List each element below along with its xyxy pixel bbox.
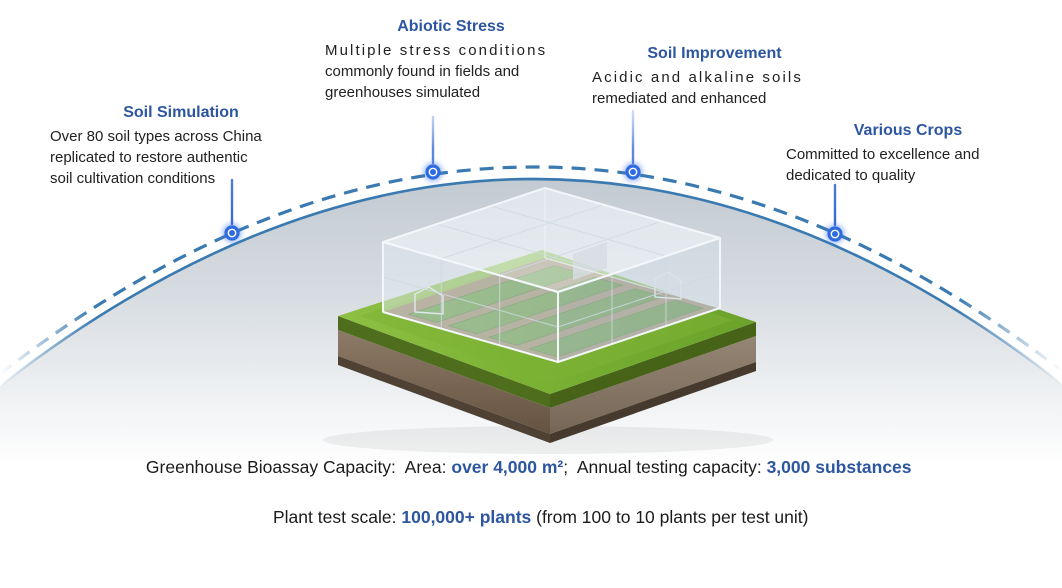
- connector-lines: [230, 109, 837, 227]
- callout-dot-soil-simulation: [222, 223, 242, 243]
- callout-dot-abiotic-stress: [423, 162, 443, 182]
- callout-soil-simulation: Soil Simulation Over 80 soil types acros…: [50, 104, 312, 189]
- capacity-annual-value: 3,000 substances: [766, 457, 912, 477]
- plant-scale-prefix: Plant test scale:: [272, 507, 402, 527]
- grass-edge-left: [338, 316, 550, 408]
- plant-scale-value: 100,000+ plants: [401, 507, 532, 527]
- callout-abiotic-stress: Abiotic Stress Multiple stress condition…: [325, 18, 577, 103]
- callout-soil-improvement: Soil Improvement Acidic and alkaline soi…: [592, 45, 837, 109]
- callout-text-line: replicated to restore authentic: [50, 149, 248, 166]
- callout-various-crops: Various Crops Committed to excellence an…: [786, 122, 1030, 186]
- plant-scale-line: Plant test scale: 100,000+ plants (from …: [0, 486, 1062, 549]
- capacity-area-value: over 4,000 m²: [451, 457, 564, 477]
- dome-solid-arc: [0, 177, 1062, 388]
- callout-text-line: soil cultivation conditions: [50, 170, 216, 187]
- capacity-line: Greenhouse Bioassay Capacity: Area: over…: [0, 436, 1050, 499]
- soil-side-right: [550, 336, 756, 434]
- dome-dashed-arc: [0, 165, 1062, 376]
- glass-mullions: [382, 204, 721, 346]
- callout-title-abiotic-stress: Abiotic Stress: [397, 18, 505, 35]
- callout-dots: [222, 162, 845, 244]
- callout-text-line: greenhouses simulated: [325, 84, 481, 101]
- greenhouse-illustration: [382, 187, 721, 363]
- glass-frame-edges: [382, 187, 721, 363]
- soil-base-left: [338, 356, 550, 443]
- callout-dot-soil-improvement: [623, 162, 643, 182]
- soil-side-left: [338, 330, 550, 434]
- callout-text-line: Over 80 soil types across China: [50, 128, 262, 145]
- capacity-prefix: Greenhouse Bioassay Capacity: Area:: [145, 457, 452, 477]
- plant-scale-suffix: (from 100 to 10 plants per test unit): [531, 507, 809, 527]
- callout-text-line: Multiple stress conditions: [325, 42, 548, 59]
- callout-text-line: Committed to excellence and: [786, 146, 980, 163]
- callout-text-line: dedicated to quality: [786, 167, 916, 184]
- callout-text-line: Acidic and alkaline soils: [592, 69, 803, 86]
- callout-text-line: commonly found in fields and: [325, 63, 520, 80]
- callout-dot-various-crops: [825, 224, 845, 244]
- soil-base-right: [550, 362, 756, 443]
- callout-text-line: remediated and enhanced: [592, 90, 767, 107]
- callout-title-various-crops: Various Crops: [853, 122, 963, 139]
- callout-title-soil-simulation: Soil Simulation: [123, 104, 239, 121]
- callout-title-soil-improvement: Soil Improvement: [647, 45, 782, 62]
- capacity-separator: ; Annual testing capacity:: [563, 457, 767, 477]
- grass-edge-right: [550, 322, 756, 408]
